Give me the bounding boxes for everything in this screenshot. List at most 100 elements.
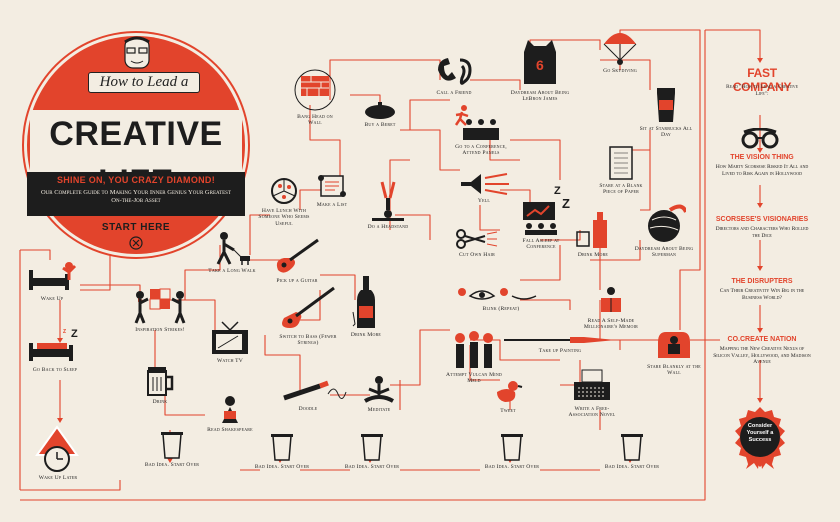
node-daydream-lebron[interactable]: 6 Daydream About Being LeBron James <box>504 36 576 103</box>
svg-text:Z: Z <box>554 185 561 197</box>
basketball-jersey-icon: 6 <box>524 40 556 84</box>
sidebar-section-head[interactable]: SCORSESE'S VISIONARIES <box>715 216 809 223</box>
vulcan-trio-icon <box>455 331 493 368</box>
node-write-novel[interactable]: Write a Free-Association Novel <box>560 368 624 419</box>
running-person-icon <box>454 105 469 126</box>
node-bad-idea-3[interactable]: Bad Idea. Start Over <box>344 432 400 470</box>
sidebar-section-head[interactable]: CO.CREATE NATION <box>727 336 797 343</box>
node-bad-idea-1[interactable]: Bad Idea. Start Over <box>144 430 200 468</box>
node-wake-up-later[interactable]: Wake Up Later <box>26 425 90 481</box>
node-take-a-long-walk[interactable]: Take a Long Walk <box>206 232 258 274</box>
node-label: Wake Up <box>40 296 64 302</box>
svg-text:Z: Z <box>71 328 78 340</box>
node-label: Buy a Beret <box>364 122 396 128</box>
node-label: Tweet <box>500 408 516 414</box>
node-bad-idea-4[interactable]: Bad Idea. Start Over <box>484 432 540 470</box>
pencil-scribble-icon <box>283 380 347 401</box>
liquor-bottle-icon <box>576 212 607 248</box>
node-take-up-painting[interactable]: Take up Painting <box>500 334 620 354</box>
node-watch-tv[interactable]: Watch TV <box>205 320 255 364</box>
bass-guitar-icon <box>282 286 335 328</box>
blinking-eyes-icon <box>458 288 537 300</box>
sidebar-section-text: How Marty Scorsese Risked It All and Liv… <box>715 164 809 177</box>
node-label: Daydream About Being LeBron James <box>510 90 570 103</box>
node-yell[interactable]: Yell <box>456 172 512 204</box>
node-read-memoir[interactable]: Read A Self-Made Millionaire's Memoir <box>578 286 644 331</box>
fast-company-logo[interactable]: FAST COMPANY <box>732 66 792 94</box>
node-inspiration-strikes[interactable]: Inspiration Strikes! <box>130 285 190 333</box>
node-label: Pick up a Guitar <box>276 278 318 284</box>
node-label: Read Shakespeare <box>207 427 253 433</box>
title-band <box>27 172 245 216</box>
node-tweet[interactable]: Tweet <box>488 378 528 414</box>
node-label: Meditate <box>367 407 391 413</box>
node-label: Take up Painting <box>538 348 582 354</box>
node-drink[interactable]: Drink <box>140 365 180 405</box>
bed-stretching-icon <box>29 262 77 290</box>
typewriter-icon <box>574 369 610 400</box>
node-call-a-friend[interactable]: Call a Friend <box>428 56 480 96</box>
node-bang-head[interactable]: Bang Head on Wall <box>290 68 340 127</box>
node-label: Doodle <box>298 406 318 412</box>
node-stare-blank-page[interactable]: Stare at a Blank Piece of Paper <box>594 145 648 196</box>
node-wake-up[interactable]: Wake Up <box>22 260 82 302</box>
node-label: Go to a Conference, Attend Panels <box>455 144 507 157</box>
glasses-icon <box>741 128 779 149</box>
megaphone-icon <box>461 173 509 195</box>
puzzle-people-icon <box>134 288 186 324</box>
node-drink-more-right[interactable]: Drink More <box>570 210 616 258</box>
node-bad-idea-2[interactable]: Bad Idea. Start Over <box>254 432 310 470</box>
node-meditate[interactable]: Meditate <box>356 375 402 413</box>
node-buy-a-beret[interactable]: Buy a Beret <box>358 100 402 128</box>
node-label: Yell <box>477 198 491 204</box>
node-label: Stare at a Blank Piece of Paper <box>599 183 643 196</box>
node-read-shakespeare[interactable]: Read Shakespeare <box>204 395 256 433</box>
bed-sleeping-icon: Z z <box>29 328 78 361</box>
node-label: Switch to Bass (Fewer Strings) <box>279 334 337 347</box>
node-label: Bad Idea. Start Over <box>144 462 200 468</box>
node-have-lunch[interactable]: Have Lunch With Someone Who Seems Useful <box>256 176 312 227</box>
node-switch-to-bass[interactable]: Switch to Bass (Fewer Strings) <box>276 284 340 347</box>
node-stare-blankly[interactable]: Stare Blankly at the Wall <box>644 328 704 377</box>
node-label: Go Skydiving <box>603 68 637 74</box>
node-go-skydiving[interactable]: Go Skydiving <box>592 26 648 74</box>
node-daydream-superman[interactable]: Daydream About Being Superman <box>632 200 696 259</box>
node-go-to-conference[interactable]: Go to a Conference, Attend Panels <box>450 116 512 157</box>
paintbrush-icon <box>504 337 616 343</box>
parachute-icon <box>603 33 637 65</box>
node-label: Cut Own Hair <box>459 252 495 258</box>
start-here-label[interactable]: START HERE <box>101 222 171 233</box>
success-seal-icon <box>735 407 785 469</box>
node-attempt-mind-meld[interactable]: Attempt Vulcan Mind Meld <box>444 330 504 385</box>
node-make-a-list[interactable]: Make a List <box>312 172 352 208</box>
success-seal-label: Consider Yourself a Success <box>746 423 774 443</box>
node-label: Take a Long Walk <box>208 268 256 274</box>
node-label: Blink (Repeat) <box>482 306 520 312</box>
node-doodle[interactable]: Doodle <box>280 380 347 412</box>
trash-can-icon <box>361 434 383 461</box>
node-go-back-to-sleep[interactable]: Z z Go Back to Sleep <box>20 325 90 373</box>
node-bad-idea-5[interactable]: Bad Idea. Start Over <box>604 432 660 470</box>
node-label: Bad Idea. Start Over <box>484 464 540 470</box>
node-fall-asleep[interactable]: Fall Asleep at Conference <box>512 200 570 251</box>
runner-figure <box>450 105 474 129</box>
node-drink-more-left[interactable]: Drink More <box>346 272 386 338</box>
node-cut-own-hair[interactable]: Cut Own Hair <box>450 228 504 258</box>
sidebar-section-head[interactable]: THE DISRUPTERS <box>731 278 793 285</box>
node-label: Daydream About Being Superman <box>634 246 694 259</box>
scissors-icon <box>456 229 498 249</box>
node-pick-up-a-guitar[interactable]: Pick up a Guitar <box>270 236 324 284</box>
node-sit-at-starbucks[interactable]: Sit at Starbucks All Day <box>636 86 696 139</box>
node-do-a-headstand[interactable]: Do a Headstand <box>366 180 410 230</box>
wine-bottle-icon <box>352 276 375 328</box>
trash-can-icon <box>501 434 523 461</box>
node-label: Watch TV <box>216 358 244 364</box>
sidebar-section-head[interactable]: THE VISION THING <box>730 154 794 161</box>
start-marker-icon <box>129 236 143 250</box>
node-label: Bad Idea. Start Over <box>344 464 400 470</box>
coffee-cup-icon <box>657 88 675 122</box>
television-icon <box>212 321 248 354</box>
node-blink[interactable]: Blink (Repeat) <box>456 286 546 312</box>
reading-figure-icon <box>601 287 621 312</box>
